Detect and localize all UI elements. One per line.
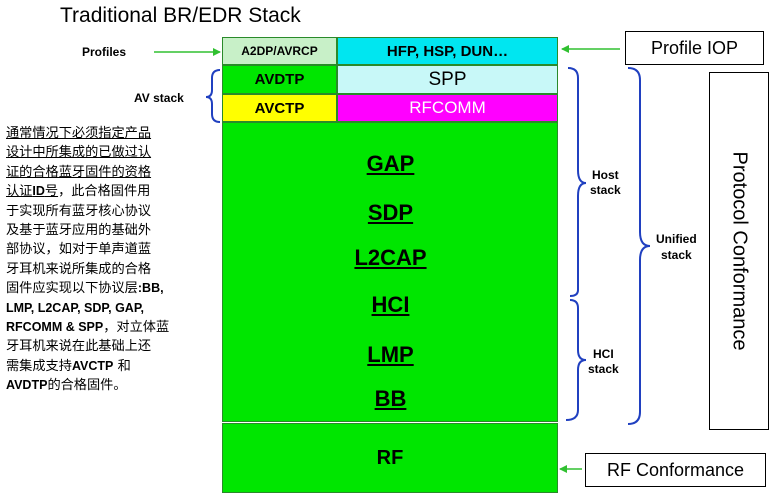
host-stack-label-line1: Host bbox=[592, 168, 619, 182]
rf-conformance-box: RF Conformance bbox=[585, 453, 766, 487]
profiles-label: Profiles bbox=[82, 45, 127, 59]
avctp-block: AVCTP bbox=[222, 94, 337, 122]
note-line-12: 牙耳机来说在此基础上还 bbox=[6, 339, 152, 355]
note-line-13a: 需集成支持 bbox=[6, 358, 72, 374]
note-line-7: 部协议，如对于单声道蓝 bbox=[6, 242, 152, 258]
unified-stack-brace bbox=[627, 67, 651, 425]
note-line-2: 设计中所集成的已做过认 bbox=[6, 145, 152, 161]
l2cap-layer: L2CAP bbox=[354, 245, 427, 270]
hfp-hsp-dun-block: HFP, HSP, DUN… bbox=[337, 37, 558, 65]
note-line-4b: ID bbox=[32, 184, 45, 199]
unified-stack-label: Unified stack bbox=[656, 231, 697, 263]
hci-stack-brace bbox=[565, 299, 587, 421]
spp-block: SPP bbox=[337, 65, 558, 94]
note-line-3: 证的合格蓝牙固件的资格 bbox=[6, 164, 152, 180]
note-line-14: 的合格固件。 bbox=[47, 378, 127, 394]
protocol-conformance-label: Protocol Conformance bbox=[728, 151, 751, 351]
note-line-9: 固件应实现以下协议层 bbox=[6, 281, 138, 297]
sdp-layer: SDP bbox=[367, 200, 414, 225]
a2dp-avrcp-block: A2DP/AVRCP bbox=[222, 37, 337, 65]
av-stack-label: AV stack bbox=[134, 91, 184, 105]
diagram-title: Traditional BR/EDR Stack bbox=[60, 4, 301, 27]
note-line-4a: 认证 bbox=[6, 184, 33, 200]
gap-layer: GAP bbox=[366, 151, 415, 176]
hci-layer: HCI bbox=[371, 292, 410, 317]
explanation-note: 通常情况下必须指定产品 设计中所集成的已做过认 证的合格蓝牙固件的资格 认证ID… bbox=[6, 124, 206, 396]
hci-stack-label-line1: HCI bbox=[593, 347, 614, 361]
core-protocol-block: GAP SDP L2CAP HCI LMP BB bbox=[222, 122, 558, 422]
note-line-9b: :BB, bbox=[137, 281, 164, 296]
note-line-13b: AVCTP bbox=[71, 358, 114, 373]
lmp-layer: LMP bbox=[367, 342, 414, 367]
note-line-13c: 和 bbox=[113, 358, 131, 374]
profile-iop-box: Profile IOP bbox=[625, 31, 764, 65]
unified-stack-label-line2: stack bbox=[660, 248, 692, 262]
note-line-10: LMP, L2CAP, SDP, GAP, bbox=[6, 300, 145, 315]
host-stack-brace bbox=[567, 67, 587, 297]
note-line-11b: RFCOMM & SPP bbox=[6, 320, 104, 335]
note-line-11: ，对立体蓝 bbox=[103, 320, 170, 336]
note-line-6: 及基于蓝牙应用的基础外 bbox=[6, 223, 152, 239]
note-line-8: 牙耳机来说所集成的合格 bbox=[6, 261, 152, 277]
rf-block: RF bbox=[222, 423, 558, 493]
hci-stack-label-line2: stack bbox=[588, 362, 619, 376]
note-line-4d: ，此合格固件用 bbox=[58, 184, 151, 200]
avdtp-block: AVDTP bbox=[222, 65, 337, 94]
protocol-conformance-box: Protocol Conformance bbox=[709, 72, 769, 430]
note-line-14b: AVDTP bbox=[6, 378, 48, 393]
av-stack-brace bbox=[205, 69, 221, 123]
host-stack-label-line2: stack bbox=[590, 183, 621, 197]
note-line-5: 于实现所有蓝牙核心协议 bbox=[6, 203, 152, 219]
bb-layer: BB bbox=[374, 386, 407, 411]
rfcomm-block: RFCOMM bbox=[337, 94, 558, 122]
note-line-1: 通常情况下必须指定产品 bbox=[6, 126, 152, 141]
hci-stack-label: HCI stack bbox=[588, 347, 619, 377]
note-line-4c: 号 bbox=[44, 184, 59, 200]
unified-stack-label-line1: Unified bbox=[656, 232, 697, 246]
host-stack-label: Host stack bbox=[590, 168, 621, 198]
